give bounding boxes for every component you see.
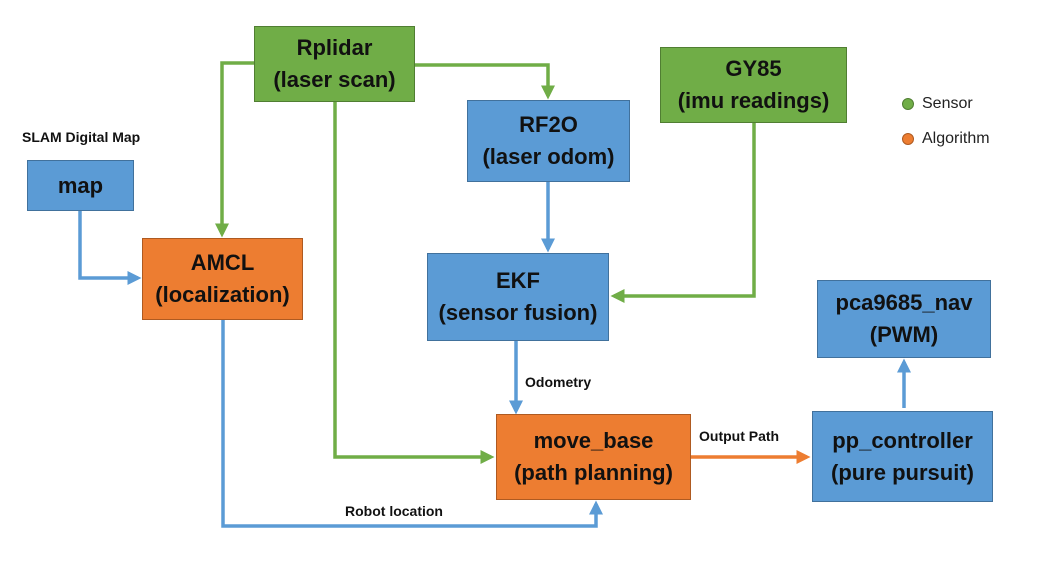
- node-rplidar-title: Rplidar: [296, 35, 373, 60]
- node-pca9685-nav: pca9685_nav (PWM): [817, 280, 991, 358]
- node-pp-controller-subtitle: (pure pursuit): [831, 459, 974, 485]
- legend-label-sensor: Sensor: [922, 95, 973, 112]
- node-move-base: move_base (path planning): [496, 414, 691, 500]
- edge-rplidar-rf2o: [414, 63, 555, 100]
- edge-map-amcl: [78, 211, 142, 285]
- edge-gy85-ekf: [610, 123, 756, 303]
- edge-amcl-move-base: [221, 320, 603, 528]
- legend-item-sensor: Sensor: [902, 95, 973, 113]
- node-ekf-title: EKF: [496, 268, 540, 293]
- node-rf2o-title: RF2O: [519, 112, 578, 137]
- node-amcl: AMCL (localization): [142, 238, 303, 320]
- node-pp-controller: pp_controller (pure pursuit): [812, 411, 993, 502]
- edge-label-robot-location: Robot location: [345, 503, 443, 519]
- node-ekf: EKF (sensor fusion): [427, 253, 609, 341]
- node-amcl-title: AMCL: [190, 250, 255, 275]
- node-map-title: map: [57, 172, 104, 198]
- legend-label-algorithm: Algorithm: [922, 130, 990, 147]
- node-ekf-subtitle: (sensor fusion): [438, 300, 598, 325]
- legend-dot-sensor: [902, 98, 914, 110]
- edge-label-odometry: Odometry: [525, 374, 592, 390]
- node-move-base-subtitle: (path planning): [514, 460, 673, 485]
- edge-label-output-path: Output Path: [699, 428, 780, 444]
- node-gy85: GY85 (imu readings): [660, 47, 847, 123]
- node-rplidar-subtitle: (laser scan): [273, 67, 396, 92]
- node-map: map: [27, 160, 134, 211]
- node-pca9685-nav-title: pca9685_nav: [835, 290, 973, 315]
- node-gy85-subtitle: (imu readings): [677, 88, 830, 113]
- edge-rplidar-amcl: [215, 61, 254, 238]
- node-gy85-title: GY85: [725, 56, 782, 81]
- node-pp-controller-title: pp_controller: [832, 427, 973, 453]
- node-rf2o: RF2O (laser odom): [467, 100, 630, 182]
- map-caption: SLAM Digital Map: [22, 129, 141, 145]
- node-pca9685-nav-subtitle: (PWM): [869, 322, 939, 347]
- node-move-base-title: move_base: [533, 428, 654, 453]
- node-amcl-subtitle: (localization): [155, 282, 290, 307]
- legend-item-algorithm: Algorithm: [902, 130, 990, 148]
- node-rf2o-subtitle: (laser odom): [482, 144, 615, 169]
- edge-rplidar-move-base: [333, 102, 495, 464]
- legend-dot-algorithm: [902, 133, 914, 145]
- node-rplidar: Rplidar (laser scan): [254, 26, 415, 102]
